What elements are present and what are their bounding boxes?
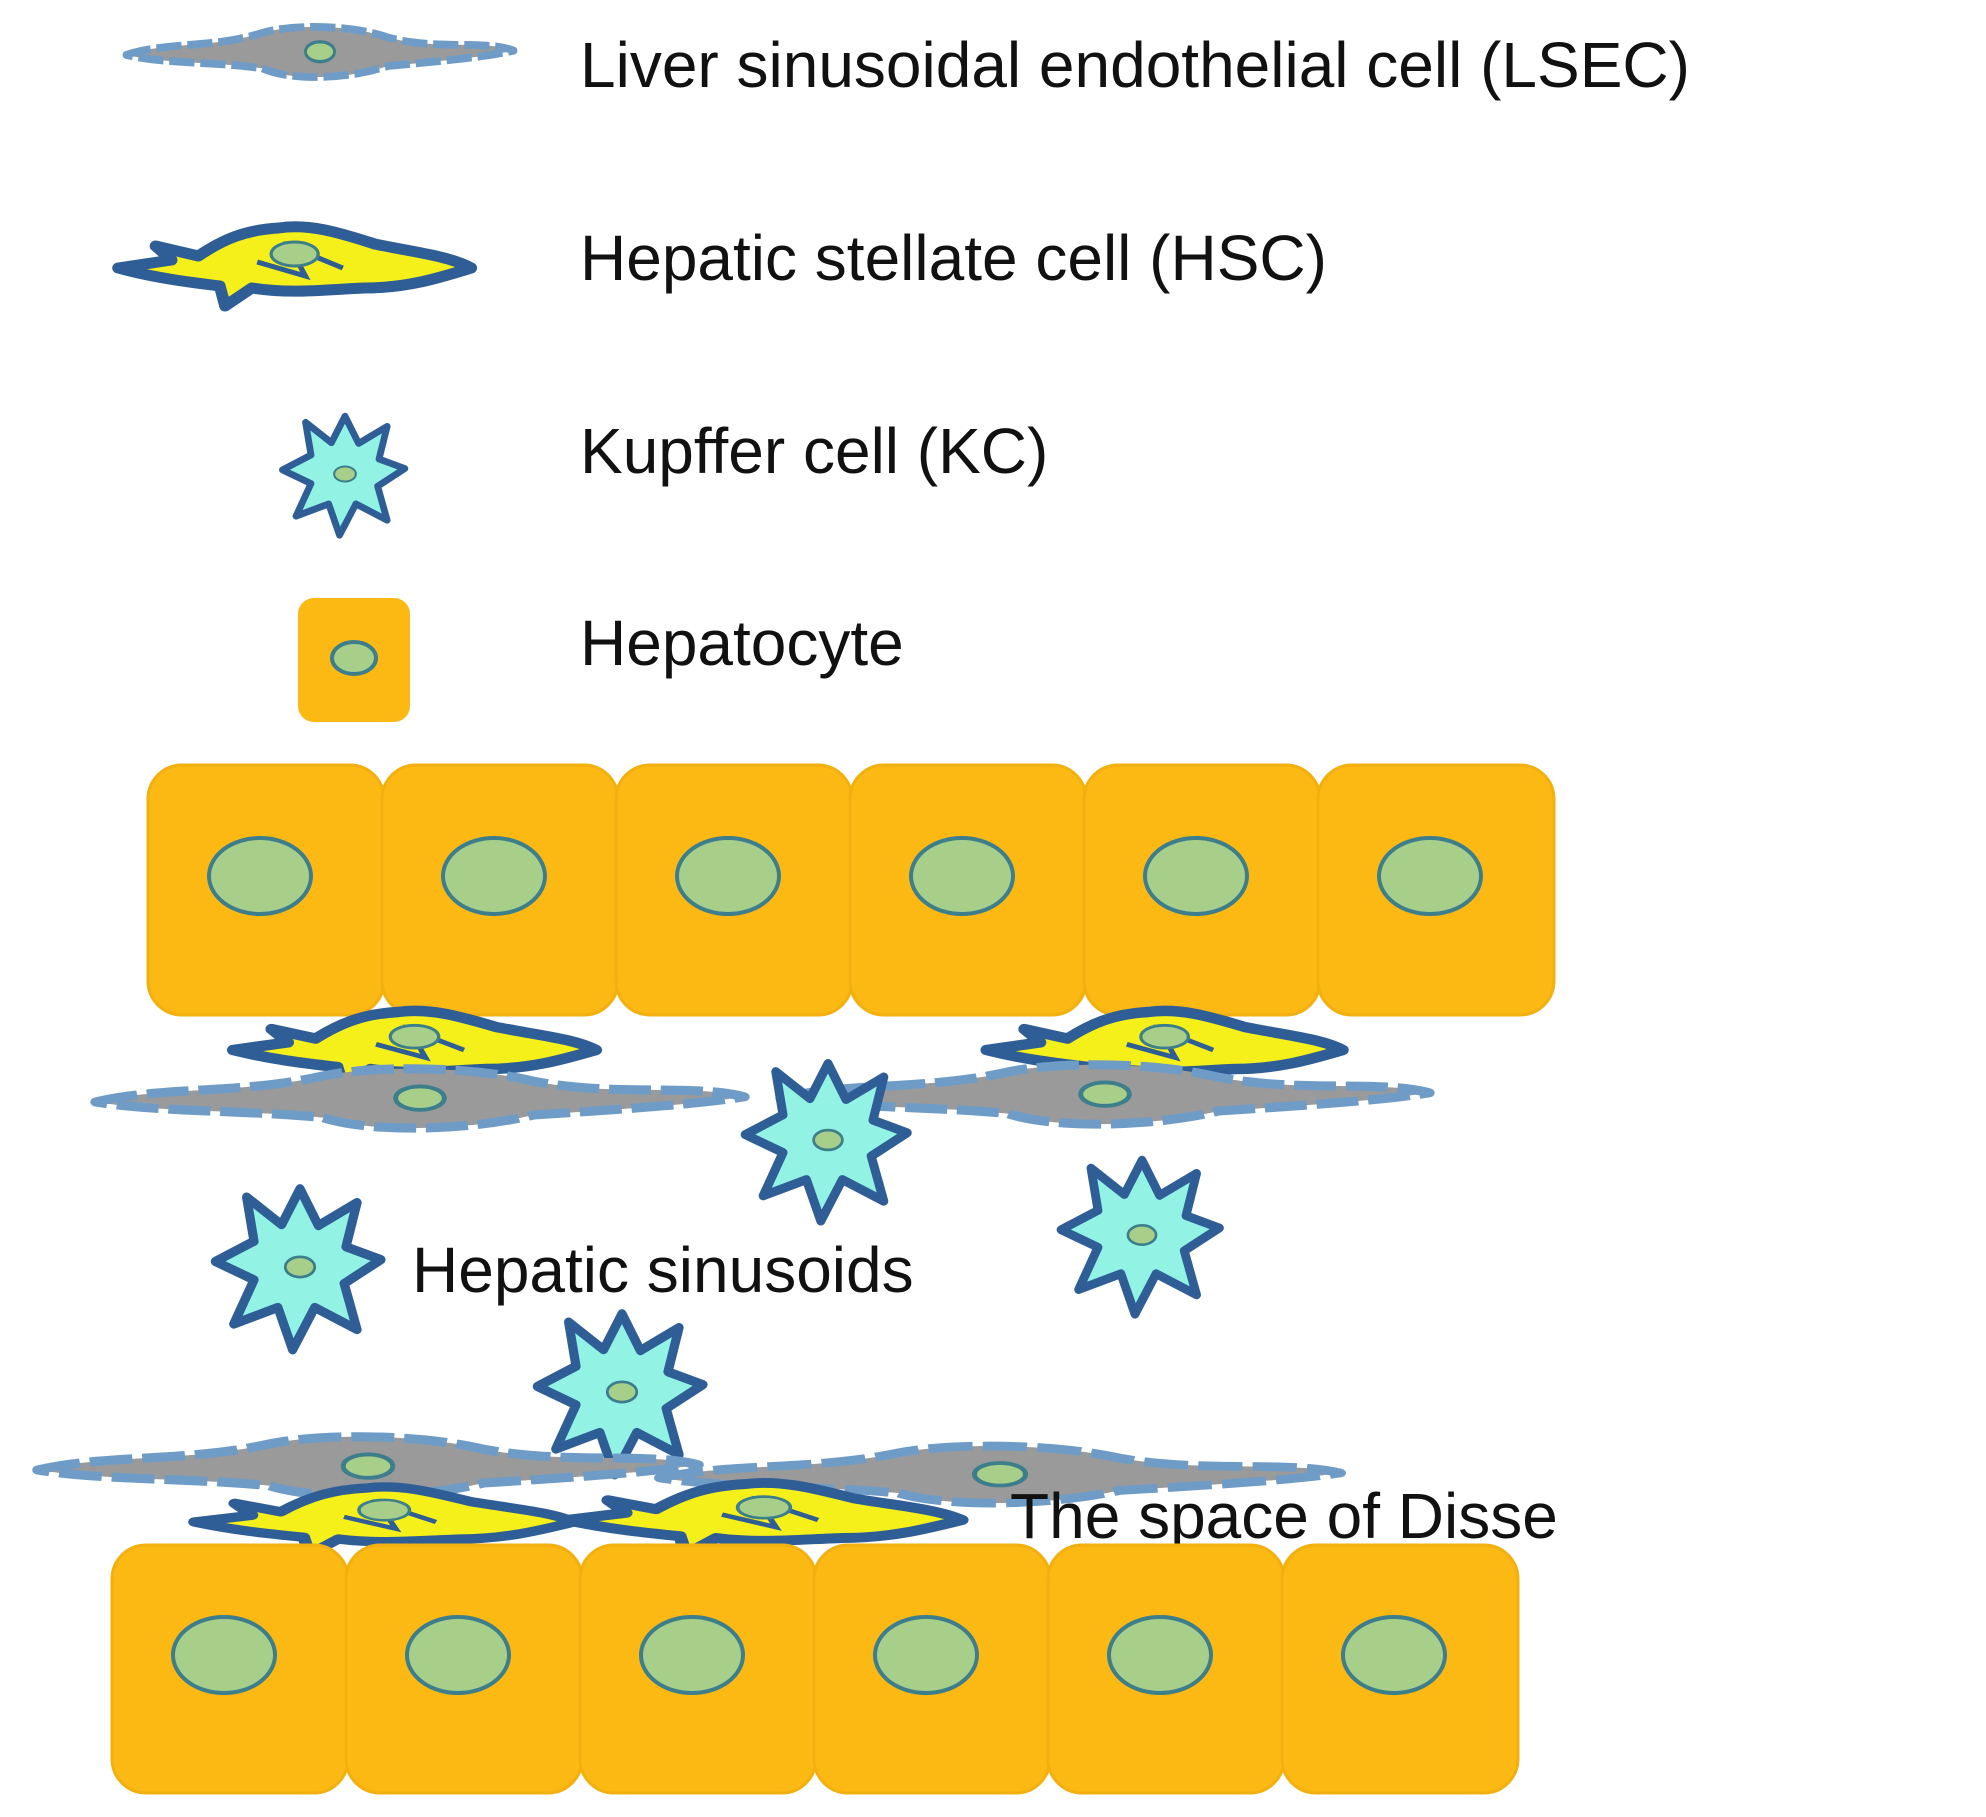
hepatocyte-nucleus [675, 836, 781, 916]
hepatocyte-nucleus [171, 1615, 277, 1695]
hepatocyte-nucleus [405, 1615, 511, 1695]
space-of-disse-label: The space of Disse [1010, 1480, 1558, 1552]
kc-cell [215, 1189, 381, 1350]
hepatocyte-cell [614, 763, 854, 1017]
hepatocyte-nucleus [1143, 836, 1249, 916]
hepatocyte-cell [848, 763, 1088, 1017]
hepatocyte-cell [1316, 763, 1556, 1017]
kc-cell [745, 1064, 907, 1222]
hepatocyte-nucleus [1377, 836, 1483, 916]
hepatocyte-nucleus [441, 836, 547, 916]
hepatocyte-cell [1082, 763, 1322, 1017]
hepatocyte-nucleus [207, 836, 313, 916]
hepatocyte-cell [1046, 1543, 1286, 1795]
hepatocyte-nucleus [1107, 1615, 1213, 1695]
legend-hsc-icon [118, 227, 471, 306]
hepatocyte-nucleus [639, 1615, 745, 1695]
hepatocyte-row-top [146, 763, 1556, 1017]
kc-cell [537, 1314, 703, 1475]
legend-hepatocyte-icon [298, 598, 410, 722]
hepatocyte-cell [1280, 1543, 1520, 1795]
legend-hsc-label: Hepatic stellate cell (HSC) [580, 222, 1327, 294]
hepatocyte-nucleus [1341, 1615, 1447, 1695]
upper-lining [96, 1011, 1429, 1128]
hepatocyte-cell [110, 1543, 350, 1795]
hepatocyte-nucleus [909, 836, 1015, 916]
kc-cell [1061, 1160, 1219, 1314]
hepatocyte-cell [380, 763, 620, 1017]
legend-kc-icon [282, 416, 404, 535]
hepatic-sinusoids-label: Hepatic sinusoids [412, 1234, 914, 1306]
legend: Liver sinusoidal endothelial cell (LSEC)… [118, 27, 1690, 722]
hepatocyte-cell [812, 1543, 1052, 1795]
legend-lsec-icon [126, 27, 514, 77]
legend-hepatocyte-label: Hepatocyte [580, 607, 904, 679]
legend-kc-label: Kupffer cell (KC) [580, 415, 1048, 487]
hepatocyte-cell [344, 1543, 584, 1795]
hepatocyte-cell [578, 1543, 818, 1795]
hepatocyte-nucleus [873, 1615, 979, 1695]
hepatocyte-cell [146, 763, 386, 1017]
legend-lsec-label: Liver sinusoidal endothelial cell (LSEC) [580, 29, 1690, 101]
lsec-cell [96, 1069, 744, 1128]
hepatocyte-row-bottom [110, 1543, 1520, 1795]
